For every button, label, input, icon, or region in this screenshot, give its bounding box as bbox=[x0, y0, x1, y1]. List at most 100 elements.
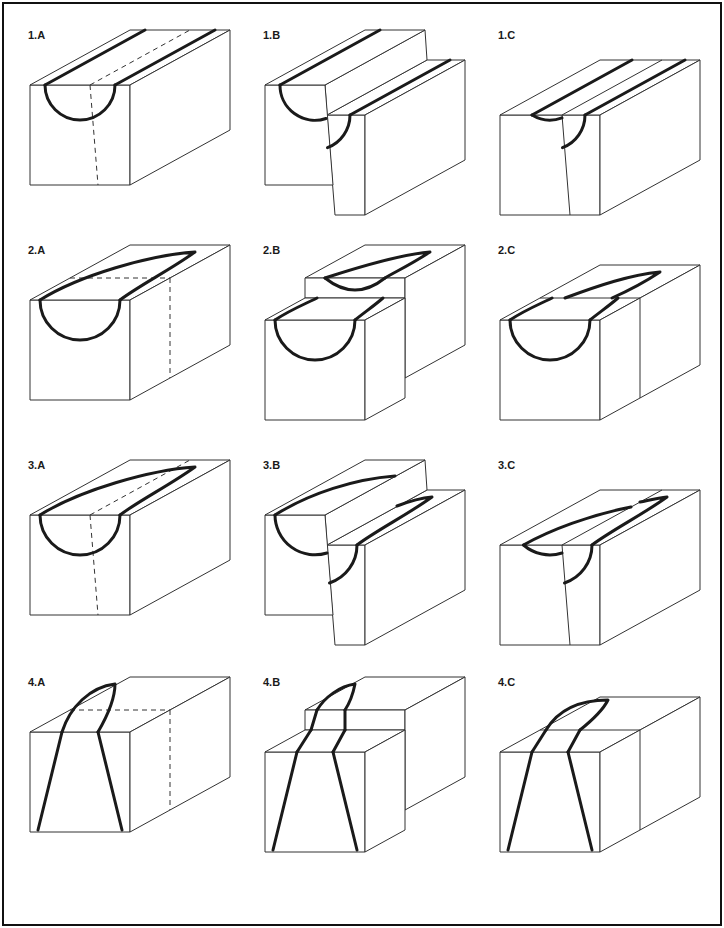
block-line bbox=[275, 515, 327, 555]
block-4b bbox=[265, 677, 465, 852]
block-line bbox=[532, 115, 562, 120]
block-line bbox=[115, 30, 215, 85]
block-3a bbox=[30, 460, 230, 615]
block-line bbox=[297, 730, 311, 752]
block-line bbox=[590, 298, 618, 320]
block-line bbox=[90, 515, 98, 615]
block-4c bbox=[500, 697, 700, 852]
block-line bbox=[130, 245, 230, 400]
block-line bbox=[600, 490, 700, 645]
block-line bbox=[130, 30, 230, 185]
block-1a bbox=[30, 30, 230, 185]
block-line bbox=[90, 85, 98, 185]
block-line bbox=[600, 60, 700, 215]
block-line bbox=[365, 730, 405, 852]
block-line bbox=[317, 684, 355, 710]
block-line bbox=[532, 730, 546, 752]
block-line bbox=[568, 752, 592, 850]
block-line bbox=[562, 545, 570, 645]
block-4a bbox=[30, 677, 230, 832]
block-line bbox=[273, 752, 297, 850]
block-line bbox=[532, 60, 632, 115]
block-line bbox=[333, 752, 357, 850]
block-line bbox=[265, 752, 365, 852]
block-line bbox=[327, 115, 365, 215]
panel-label: 3.A bbox=[28, 459, 45, 472]
block-2b bbox=[265, 245, 465, 420]
block-line bbox=[45, 85, 115, 120]
block-line bbox=[350, 60, 450, 115]
block-line bbox=[265, 85, 333, 185]
block-line bbox=[280, 30, 380, 85]
block-line bbox=[40, 515, 120, 555]
block-line bbox=[275, 298, 317, 320]
block-line bbox=[563, 115, 586, 148]
block-3b bbox=[265, 460, 465, 645]
block-line bbox=[524, 507, 632, 545]
block-line bbox=[344, 710, 347, 730]
block-line bbox=[275, 476, 395, 515]
block-line bbox=[305, 278, 405, 298]
block-line bbox=[640, 730, 641, 830]
block-line bbox=[38, 732, 62, 830]
block-line bbox=[405, 245, 465, 378]
block-line bbox=[365, 298, 405, 420]
block-line bbox=[562, 60, 662, 115]
block-line bbox=[90, 30, 190, 85]
block-line bbox=[540, 730, 640, 731]
panel-label: 4.A bbox=[28, 676, 45, 689]
block-line bbox=[640, 298, 641, 398]
block-line bbox=[355, 298, 383, 320]
block-line bbox=[325, 278, 385, 290]
panel-label: 1.C bbox=[498, 29, 515, 42]
block-line bbox=[500, 752, 600, 852]
block-3c bbox=[500, 490, 700, 645]
panel-label: 1.A bbox=[28, 29, 45, 42]
block-line bbox=[62, 684, 115, 732]
block-2c bbox=[500, 265, 700, 420]
block-line bbox=[585, 60, 685, 115]
block-2a bbox=[30, 245, 230, 400]
block-1b bbox=[265, 30, 465, 215]
block-line bbox=[30, 300, 130, 400]
block-line bbox=[40, 252, 195, 300]
block-line bbox=[170, 278, 171, 378]
block-line bbox=[265, 515, 333, 615]
block-line bbox=[600, 265, 700, 420]
block-line bbox=[500, 320, 600, 420]
block-line bbox=[600, 697, 700, 852]
block-line bbox=[170, 710, 171, 810]
block-line bbox=[565, 545, 593, 583]
block-line bbox=[510, 298, 552, 320]
block-line bbox=[328, 115, 351, 148]
block-line bbox=[275, 320, 355, 360]
block-line bbox=[30, 732, 130, 832]
panel-label: 4.C bbox=[498, 676, 515, 689]
block-line bbox=[562, 490, 662, 545]
panel-label: 3.B bbox=[263, 459, 280, 472]
block-line bbox=[540, 298, 640, 299]
panel-label: 2.C bbox=[498, 244, 515, 257]
block-line bbox=[305, 710, 405, 730]
block-line bbox=[500, 545, 600, 645]
block-line bbox=[327, 545, 365, 645]
panel-label: 3.C bbox=[498, 459, 515, 472]
panel-label: 1.B bbox=[263, 29, 280, 42]
block-line bbox=[508, 752, 532, 850]
block-line bbox=[565, 272, 660, 298]
panel-label: 2.A bbox=[28, 244, 45, 257]
frame bbox=[3, 3, 721, 925]
block-line bbox=[265, 460, 425, 515]
block-line bbox=[40, 467, 195, 515]
block-line bbox=[524, 545, 563, 555]
block-line bbox=[130, 677, 230, 832]
block-line bbox=[357, 497, 432, 545]
block-line bbox=[333, 730, 345, 752]
block-line bbox=[30, 515, 130, 615]
block-line bbox=[562, 115, 570, 215]
block-line bbox=[70, 710, 170, 711]
panel-label: 4.B bbox=[263, 676, 280, 689]
block-line bbox=[30, 85, 130, 185]
block-line bbox=[592, 497, 667, 545]
